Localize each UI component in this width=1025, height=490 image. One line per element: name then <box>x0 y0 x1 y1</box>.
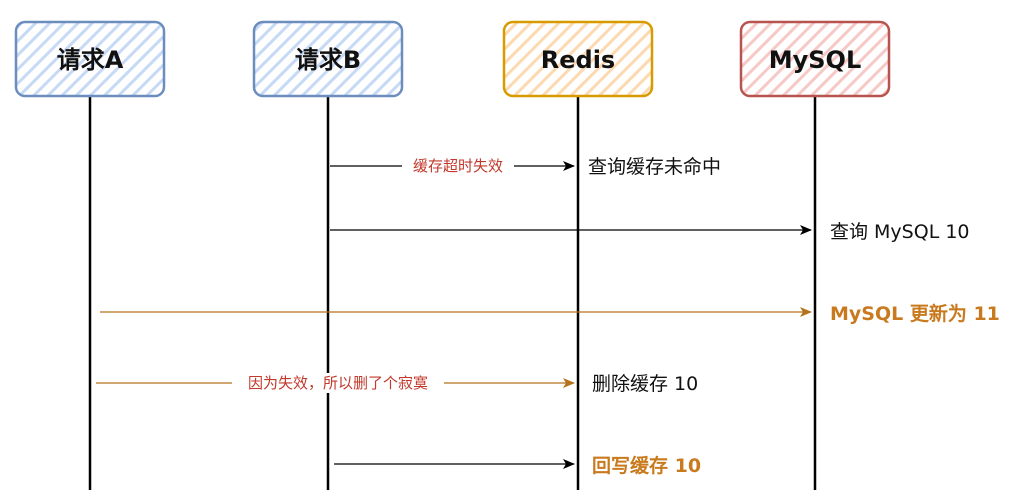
note-delete-cache: 删除缓存 10 <box>592 373 698 395</box>
actor-mysql: MySQL <box>739 20 891 98</box>
note-writeback-cache: 回写缓存 10 <box>592 454 701 477</box>
actor-request-a-label: 请求A <box>57 46 124 74</box>
note-mysql-updated: MySQL 更新为 11 <box>830 302 1000 325</box>
message-label-delete-noop: 因为失效，所以删了个寂寞 <box>248 374 428 392</box>
note-cache-miss: 查询缓存未命中 <box>588 156 721 178</box>
actor-mysql-label: MySQL <box>769 46 862 74</box>
actor-request-b: 请求B <box>252 20 404 98</box>
actor-request-a: 请求A <box>14 20 166 98</box>
actor-request-b-label: 请求B <box>295 46 361 74</box>
actor-redis: Redis <box>502 20 654 98</box>
note-query-mysql: 查询 MySQL 10 <box>830 221 970 243</box>
actor-redis-label: Redis <box>541 46 615 74</box>
message-label-bg-4 <box>232 373 444 393</box>
message-label-cache-expired: 缓存超时失效 <box>413 157 503 175</box>
message-label-bg-1 <box>402 156 514 176</box>
